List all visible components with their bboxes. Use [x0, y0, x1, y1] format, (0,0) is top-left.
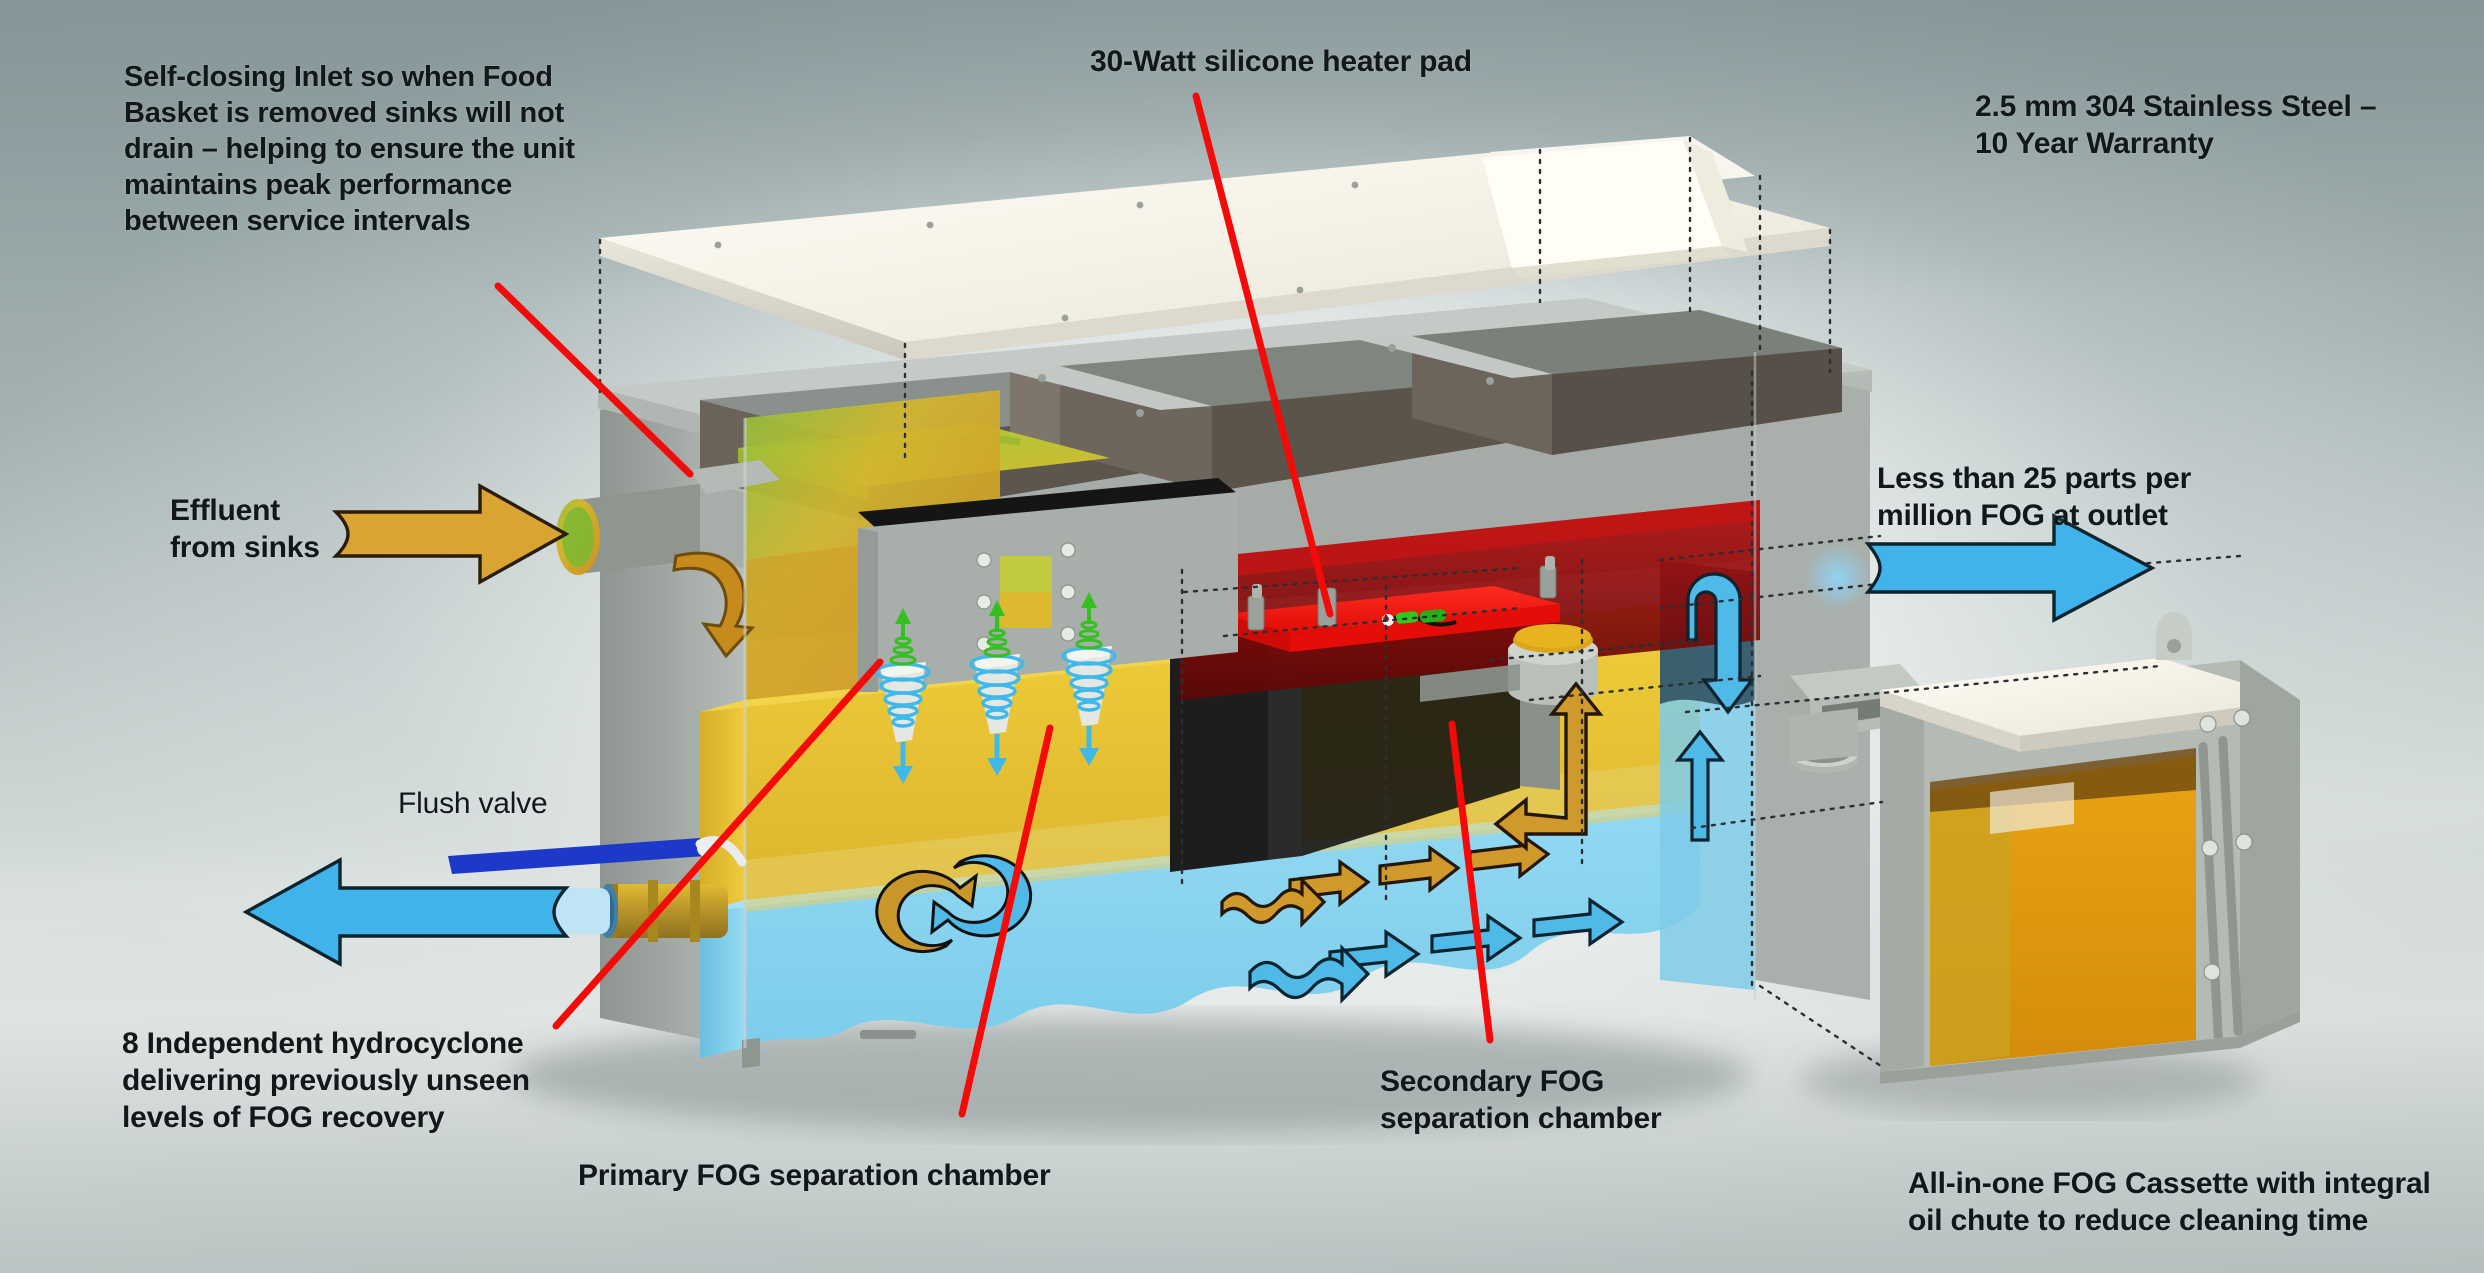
callout-self-closing-inlet: Self-closing Inlet so when Food Basket i… — [124, 61, 575, 237]
hydrocyclone-cone — [875, 608, 931, 784]
food-basket-front-plate — [858, 478, 1238, 692]
callout-hydrocyclone: 8 Independent hydrocyclone delivering pr… — [122, 1027, 530, 1135]
fog-rise-arrow — [1220, 681, 1604, 928]
inlet-flow-arrow — [672, 551, 756, 659]
callout-primary-chamber: Primary FOG separation chamber — [578, 1159, 1051, 1192]
hydrocyclone-group — [875, 592, 1117, 784]
hydrocyclone-cone — [1061, 592, 1117, 766]
callout-flush-valve: Flush valve — [398, 787, 548, 820]
callout-heater-pad: 30-Watt silicone heater pad — [1090, 45, 1472, 78]
callout-secondary-chamber: Secondary FOG separation chamber — [1380, 1065, 1662, 1136]
callout-stainless-warranty: 2.5 mm 304 Stainless Steel – 10 Year War… — [1975, 90, 2377, 161]
tank-body — [556, 298, 1872, 1068]
callout-effluent-from-sinks: Effluent from sinks — [170, 494, 320, 565]
flush-valve-assembly — [448, 836, 747, 942]
callout-fog-cassette: All-in-one FOG Cassette with integral oi… — [1908, 1167, 2431, 1238]
callout-less-than-25ppm: Less than 25 parts per million FOG at ou… — [1877, 462, 2192, 533]
fog-cassette — [1790, 612, 2300, 1084]
